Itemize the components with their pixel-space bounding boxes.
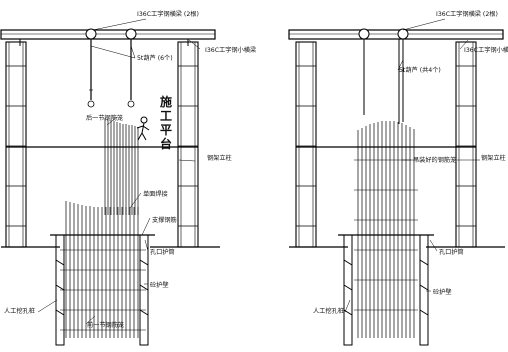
left-pile-wall-label: 砼护壁	[150, 281, 169, 289]
left-lower-cage-label: 前一节钢筋笼	[87, 321, 124, 329]
left-connector-label: 单面焊接	[143, 190, 168, 198]
left-support-label: 钢架立柱	[207, 154, 232, 162]
left-panel	[0, 28, 220, 346]
left-tower	[5, 41, 27, 248]
right-support-label: 钢架立柱	[481, 154, 506, 162]
upper-rebar-cage	[104, 118, 139, 215]
right-well-lining-label: 孔口护筒	[439, 248, 464, 256]
leader-lines	[37, 18, 480, 325]
pulley-right-panel-right	[397, 28, 409, 40]
right-hole-label: 人工挖孔桩	[313, 307, 344, 315]
left-hole-label: 人工挖孔桩	[4, 307, 35, 315]
right-pile-wall-label: 砼护壁	[433, 288, 452, 296]
hoist-chain-left	[87, 39, 95, 108]
left-rebar-cage-label: 后一节钢筋笼	[86, 114, 123, 122]
top-beam	[0, 29, 216, 40]
pulley-right-panel-left	[358, 28, 370, 40]
svg-text:工: 工	[160, 109, 172, 123]
tall-rebar-cage	[354, 121, 418, 338]
hoist-chain-right	[127, 39, 135, 108]
right-tower	[177, 41, 199, 248]
pulley-right	[125, 28, 137, 40]
lower-rebar-cage	[60, 201, 146, 338]
top-beam-right	[288, 29, 504, 40]
right-hoist-label: 5t葫芦 (共4个)	[399, 66, 441, 74]
right-small-beam-label: I36C工字钢小横梁	[464, 46, 508, 54]
right-cage-label: 吊装好的钢筋笼	[413, 156, 456, 164]
left-hoist-label: 5t葫芦 (6个)	[137, 54, 173, 62]
left-small-beam-label: I36C工字钢小横梁	[205, 46, 256, 54]
svg-text:施: 施	[160, 94, 172, 109]
right-panel	[288, 28, 505, 346]
right-panel-left-tower	[295, 41, 317, 248]
right-beam-label: I36C工字钢横梁 (2根)	[436, 10, 498, 18]
left-well-lining-label: 孔口护筒	[150, 248, 175, 256]
svg-text:平: 平	[160, 123, 172, 137]
right-hoist-chain-1	[363, 39, 404, 124]
worker-figure	[136, 116, 150, 141]
svg-text:台: 台	[160, 136, 172, 151]
platform-label: 施 工 平 台	[160, 94, 172, 151]
right-panel-right-tower	[455, 41, 477, 248]
left-beam-label: I36C工字钢横梁 (2根)	[137, 10, 199, 18]
left-tie-bar-label: 支撑钢筋	[152, 216, 177, 224]
pulley-left	[85, 28, 97, 40]
